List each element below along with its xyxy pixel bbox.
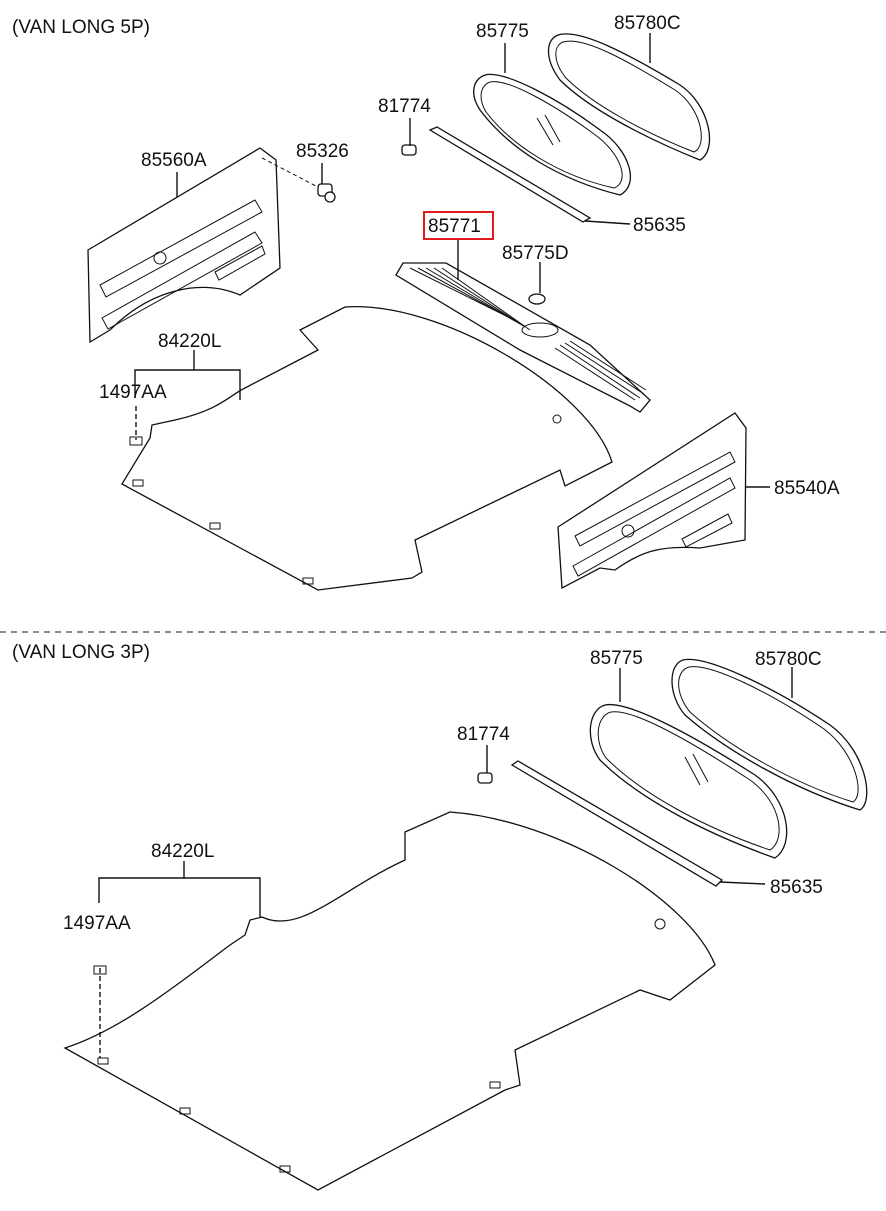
label-85775d: 85775D [502,243,569,264]
section-title: (VAN LONG 5P) [12,17,150,38]
side-trim-85560a[interactable] [87,147,281,344]
floor-panel-84220l[interactable] [63,811,716,1191]
floor-clip-slot [179,1107,191,1115]
floor-clip-slot [302,577,314,585]
fastener-1497aa[interactable] [93,965,107,975]
label-85771[interactable]: 85771 [428,216,481,237]
label-85560a: 85560A [141,150,207,171]
section-van-long-3p: (VAN LONG 3P) [12,642,868,1191]
glass-seal-85775[interactable] [589,703,788,859]
label-84220l: 84220L [151,841,214,862]
label-85540a: 85540A [774,478,840,499]
label-1497aa: 1497AA [63,913,131,934]
label-85780c: 85780C [614,13,681,34]
rod-85635[interactable] [510,760,724,887]
fastener-1497aa[interactable] [129,436,143,446]
label-85775: 85775 [476,21,529,42]
grille-cover-85771[interactable] [395,262,651,413]
pin-81774[interactable] [477,772,493,784]
glass-frame-85780c[interactable] [671,658,868,811]
floor-hole [654,918,666,930]
glass-seal-85775[interactable] [473,73,631,196]
floor-clip-slot [97,1057,109,1065]
label-85326: 85326 [296,141,349,162]
clip-85326[interactable] [261,157,336,203]
side-trim-85540a[interactable] [557,412,747,590]
section-van-long-5p: (VAN LONG 5P) [12,13,840,591]
section-title: (VAN LONG 3P) [12,642,150,663]
leader-lines [134,33,770,488]
label-85775: 85775 [590,648,643,669]
floor-clip-slot [489,1081,501,1089]
label-85780c: 85780C [755,649,822,670]
floor-hole [552,414,562,424]
glass-frame-85780c[interactable] [547,33,711,161]
pin-81774[interactable] [401,144,417,156]
floor-clip-slot [279,1165,291,1173]
floor-clip-slot [132,479,144,487]
highlight-box [423,211,494,240]
label-84220l: 84220L [158,331,221,352]
label-1497aa: 1497AA [99,382,167,403]
label-81774: 81774 [378,96,431,117]
rod-85635[interactable] [428,126,592,223]
leader-lines [93,667,793,1058]
label-85635: 85635 [770,877,823,898]
label-85635: 85635 [633,215,686,236]
label-81774: 81774 [457,724,510,745]
floor-panel-84220l[interactable] [121,306,613,591]
cap-85775d[interactable] [528,293,546,305]
floor-clip-slot [209,522,221,530]
